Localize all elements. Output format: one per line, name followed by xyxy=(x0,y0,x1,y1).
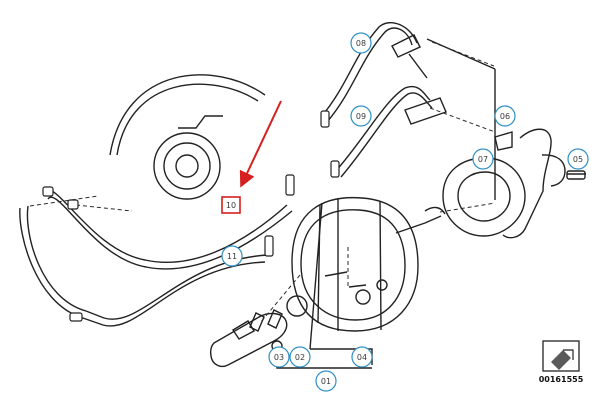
brake-booster-back xyxy=(291,196,419,332)
vacuum-hose-loop-inner xyxy=(116,83,259,156)
callout-label-11: 11 xyxy=(227,252,237,261)
callout-label-02: 02 xyxy=(295,353,305,362)
check-valve-connector xyxy=(408,53,428,79)
diagram-lines xyxy=(19,22,586,369)
callout-11: 11 xyxy=(221,245,243,267)
callout-label-04: 04 xyxy=(357,353,367,362)
brake-booster-rim-3 xyxy=(379,200,382,331)
callout-04: 04 xyxy=(351,346,373,368)
callout-label-09: 09 xyxy=(356,112,366,121)
brake-booster-pin-1 xyxy=(324,271,348,277)
dashed-reference-lines xyxy=(29,41,496,324)
callout-07: 07 xyxy=(472,148,494,170)
hose-10-inner xyxy=(47,196,293,270)
callout-09: 09 xyxy=(350,105,372,127)
highlight-box-10 xyxy=(221,196,241,214)
callout-label-10: 10 xyxy=(226,201,236,210)
brake-booster-front xyxy=(300,209,406,321)
callout-05: 05 xyxy=(567,148,589,170)
hose-11-run-outer xyxy=(79,261,266,327)
brake-booster-pin-2 xyxy=(348,284,367,288)
check-valve-lower xyxy=(404,97,447,125)
master-cylinder-port-1 xyxy=(249,312,265,332)
callout-label-08: 08 xyxy=(356,39,366,48)
bolt-05 xyxy=(566,170,586,180)
hose-11-outer xyxy=(19,207,81,318)
document-icon xyxy=(542,340,580,372)
gasket-07-inner xyxy=(457,171,511,222)
callout-02: 02 xyxy=(289,346,311,368)
bracket-06 xyxy=(494,131,513,151)
callout-label-05: 05 xyxy=(573,155,583,164)
gasket-07 xyxy=(442,157,526,237)
hose-10-outer xyxy=(42,188,288,264)
callout-label-07: 07 xyxy=(478,155,488,164)
vacuum-hose-loop xyxy=(109,74,266,156)
callout-label-01: 01 xyxy=(321,377,331,386)
hose-08 xyxy=(326,27,413,123)
hose-08-inner xyxy=(320,22,418,118)
callout-08: 08 xyxy=(350,32,372,54)
check-valve-upper xyxy=(391,34,421,58)
callout-label-06: 06 xyxy=(500,112,510,121)
vacuum-pump-inner xyxy=(163,142,211,190)
callout-01: 01 xyxy=(315,370,337,392)
brake-booster-port xyxy=(355,289,371,305)
highlight-arrow xyxy=(239,100,282,188)
pushrod xyxy=(395,215,442,234)
hose-09 xyxy=(334,85,431,173)
oring-02 xyxy=(286,295,308,317)
pushrod-yoke xyxy=(424,206,446,215)
hose-11-inner xyxy=(26,205,87,312)
guide-line-left xyxy=(309,202,323,350)
master-cylinder-body xyxy=(209,312,288,368)
vacuum-pump-body xyxy=(153,132,221,200)
callout-10: 10 xyxy=(224,199,238,211)
callout-03: 03 xyxy=(268,346,290,368)
guide-line-top xyxy=(426,38,496,70)
master-cylinder-port-2 xyxy=(267,309,283,329)
vacuum-pump-core xyxy=(175,154,199,178)
pedal-arm xyxy=(541,154,566,187)
vacuum-pump-fitting xyxy=(178,115,223,129)
fitting-icons xyxy=(42,110,340,322)
callout-label-03: 03 xyxy=(274,353,284,362)
hose-09-inner xyxy=(340,92,433,178)
brake-booster-port-small xyxy=(376,279,388,291)
pedal-bracket xyxy=(502,128,552,239)
diagram-id: 00161555 xyxy=(539,375,584,384)
callout-06: 06 xyxy=(494,105,516,127)
master-cylinder-reservoir xyxy=(232,320,255,340)
